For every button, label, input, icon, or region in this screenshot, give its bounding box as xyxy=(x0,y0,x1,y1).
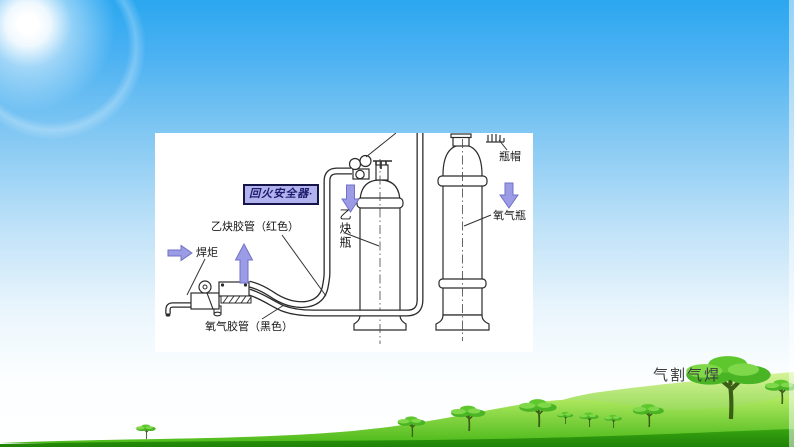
oxygen-valve xyxy=(452,136,470,147)
oxygen-hose-label: 氧气胶管（黑色） xyxy=(205,321,293,333)
slide-right-edge xyxy=(789,0,794,447)
acetylene-cylinder-drawing xyxy=(348,154,407,331)
torch-label: 焊炬 xyxy=(196,247,218,259)
torch-knob xyxy=(198,280,212,294)
bottle-cap-label: 瓶帽 xyxy=(499,151,521,163)
regulator-gauge xyxy=(359,154,372,168)
bottle-cap-glyph xyxy=(486,134,505,143)
slide-title: 气割气焊 xyxy=(653,368,722,384)
hill-front-strip xyxy=(0,429,794,447)
flashback-arrestor-highlight-box: 回火安全器· xyxy=(243,184,319,205)
oxygen-hose-leader xyxy=(261,304,285,320)
oxygen-bottle-label: 氧气瓶 xyxy=(493,210,526,222)
acetylene-hose-label: 乙炔胶管（红色） xyxy=(211,221,299,233)
acetylene-bottle-label: 乙炔瓶 xyxy=(338,208,352,250)
diagram-line-art xyxy=(165,133,519,344)
diagram-panel: 回火安全器· 乙炔胶管（红色） 焊炬 氧气胶管（黑色） 乙炔瓶 氧气瓶 瓶帽 xyxy=(155,133,533,352)
hill-middle xyxy=(0,394,794,447)
down-arrow-icon xyxy=(341,184,360,213)
regulator-leader xyxy=(365,133,397,158)
down-arrow-icon xyxy=(499,182,519,209)
acetylene-hose-leader xyxy=(281,234,327,297)
arrows xyxy=(167,182,519,284)
torch-leader xyxy=(186,258,206,296)
up-arrow-icon xyxy=(234,242,254,284)
leader-lines xyxy=(186,133,508,320)
hoses xyxy=(247,133,424,317)
welding-torch-drawing xyxy=(165,280,252,317)
oxygen-bottle-leader xyxy=(463,214,492,227)
acetylene-bottle-leader xyxy=(344,232,380,247)
right-arrow-icon xyxy=(167,244,193,262)
